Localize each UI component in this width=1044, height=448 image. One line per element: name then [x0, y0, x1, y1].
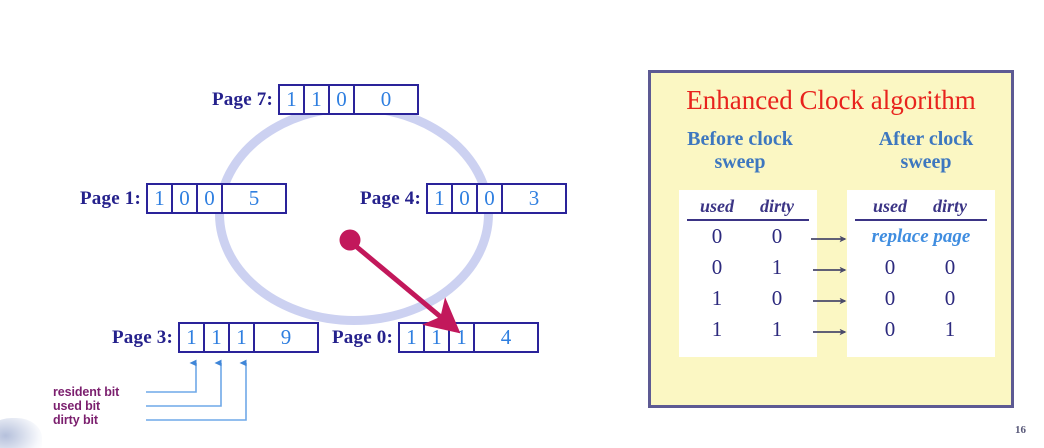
bit-resident-4: 1	[428, 185, 454, 212]
subhead-before-clock-sweep: Before clock sweep	[687, 128, 793, 173]
bitbox-7: 1 1 0 0	[278, 84, 420, 115]
bit-used-0: 1	[425, 324, 451, 351]
clock-hand-arrow	[339, 229, 461, 334]
cell-used: 1	[711, 286, 723, 310]
bitbox-0: 1 1 1 4	[398, 322, 540, 353]
table-row: 0 1	[847, 314, 995, 345]
cell-used: 0	[711, 224, 723, 248]
bit-dirty-3: 1	[230, 324, 256, 351]
cell-used: 0	[711, 255, 723, 279]
cell-dirty: 0	[944, 255, 956, 279]
table-row: 0 0	[679, 221, 817, 252]
cell-used: 0	[884, 286, 896, 310]
panel-title: Enhanced Clock algorithm	[686, 85, 976, 115]
frame-number-4: 3	[528, 186, 540, 210]
cell-dirty: 1	[944, 317, 956, 341]
cell-dirty: 0	[771, 224, 783, 248]
page-label-1: Page 1:	[80, 187, 142, 209]
cell-used: 0	[884, 317, 896, 341]
slide-page-number: 16	[1015, 424, 1026, 436]
enhanced-clock-panel: Enhanced Clock algorithm Before clock sw…	[648, 70, 1014, 408]
table-row: 0 0	[847, 283, 995, 314]
header-dirty-after: dirty	[933, 196, 967, 216]
table-row: 1 1	[679, 314, 817, 345]
legend-leader-lines	[146, 359, 247, 421]
bit-used-4: 0	[453, 185, 479, 212]
clock-diagram: Page 7: 1 1 0 0 Page 1: 1 0 0 5 Page 4: …	[0, 84, 568, 448]
cell-dirty: 1	[771, 255, 783, 279]
table-row: replace page	[847, 221, 995, 252]
bit-used-3: 1	[205, 324, 231, 351]
bit-dirty-4: 0	[478, 185, 504, 212]
bitbox-3: 1 1 1 9	[178, 322, 320, 353]
page-entry-7: Page 7: 1 1 0 0	[212, 84, 420, 115]
bit-dirty-7: 0	[330, 86, 356, 113]
bit-resident-1: 1	[148, 185, 174, 212]
table-before-header: used dirty	[687, 190, 809, 221]
cell-used: 1	[711, 317, 723, 341]
bit-used-7: 1	[305, 86, 331, 113]
legend-used-bit: used bit	[53, 399, 101, 413]
frame-number-0: 4	[500, 325, 512, 349]
cell-dirty: 0	[944, 286, 956, 310]
page-entry-3: Page 3: 1 1 1 9	[112, 322, 320, 353]
frame-number-7: 0	[380, 87, 392, 111]
cell-dirty: 0	[771, 286, 783, 310]
bit-dirty-1: 0	[198, 185, 224, 212]
cell-replace-page: replace page	[871, 225, 971, 247]
table-after-sweep: used dirty replace page 0 0 0 0 0 1	[847, 190, 995, 357]
page-label-7: Page 7:	[212, 88, 274, 110]
bitbox-1: 1 0 0 5	[146, 183, 288, 214]
bit-resident-0: 1	[400, 324, 426, 351]
page-entry-4: Page 4: 1 0 0 3	[360, 183, 568, 214]
page-entry-0: Page 0: 1 1 1 4	[332, 322, 540, 353]
bit-dirty-0: 1	[450, 324, 476, 351]
bit-resident-3: 1	[180, 324, 206, 351]
bitbox-4: 1 0 0 3	[426, 183, 568, 214]
table-row: 0 1	[679, 252, 817, 283]
legend-dirty-bit: dirty bit	[53, 413, 98, 427]
cell-dirty: 1	[771, 317, 783, 341]
page-label-4: Page 4:	[360, 187, 422, 209]
subhead-after-clock-sweep: After clock sweep	[878, 128, 974, 173]
bit-resident-7: 1	[280, 86, 306, 113]
transition-arrows	[811, 235, 847, 336]
legend-resident-bit: resident bit	[53, 385, 120, 399]
table-after-header: used dirty	[855, 190, 987, 221]
frame-number-1: 5	[248, 186, 260, 210]
frame-number-3: 9	[280, 325, 292, 349]
table-row: 1 0	[679, 283, 817, 314]
table-before-sweep: used dirty 0 0 0 1 1 0 1 1	[679, 190, 817, 357]
header-used-before: used	[699, 196, 734, 216]
page-entry-1: Page 1: 1 0 0 5	[80, 183, 288, 214]
page-label-3: Page 3:	[112, 326, 174, 348]
bit-used-1: 0	[173, 185, 199, 212]
header-dirty-before: dirty	[760, 196, 794, 216]
header-used-after: used	[872, 196, 907, 216]
page-label-0: Page 0:	[332, 326, 394, 348]
cell-used: 0	[884, 255, 896, 279]
table-row: 0 0	[847, 252, 995, 283]
